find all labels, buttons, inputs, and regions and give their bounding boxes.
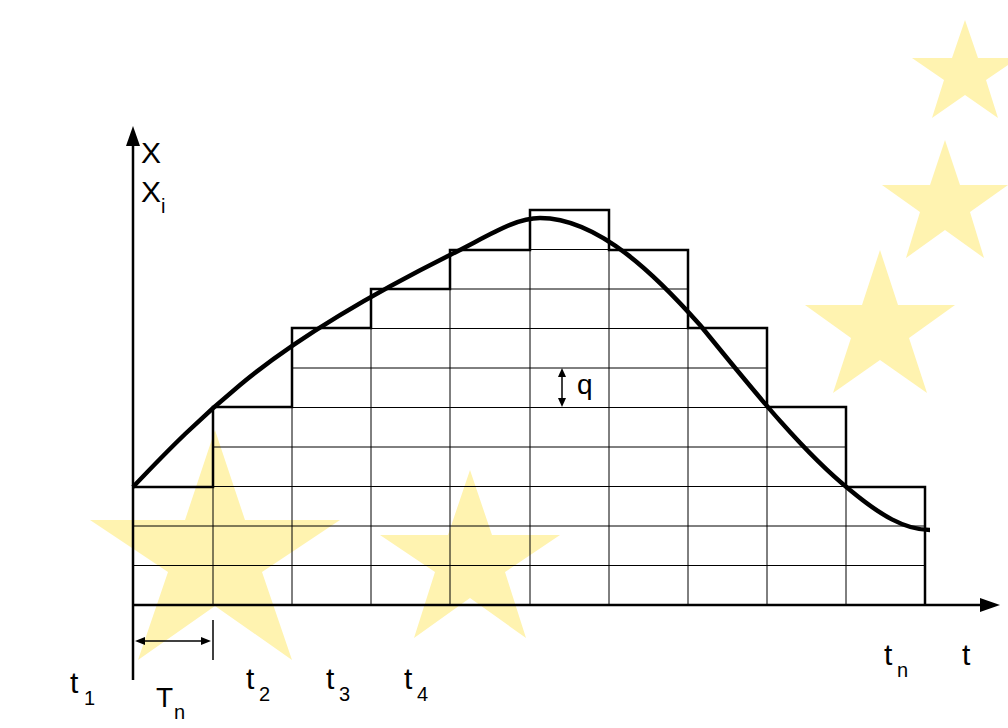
quantum-label: q xyxy=(577,371,593,399)
axis-label: X xyxy=(141,177,161,207)
quantization-grid xyxy=(133,250,925,606)
axes xyxy=(126,126,1000,680)
quantized-staircase xyxy=(133,210,925,605)
subscript: 4 xyxy=(417,684,428,704)
axis-label: X xyxy=(141,138,161,168)
step-markers xyxy=(135,368,566,660)
background-stars xyxy=(90,20,1008,660)
subscript: n xyxy=(897,660,908,680)
subscript: n xyxy=(174,702,185,722)
subscript: 2 xyxy=(259,684,270,704)
time-label: t xyxy=(404,664,412,694)
subscript: 1 xyxy=(84,688,95,708)
period-label: T xyxy=(156,684,173,712)
time-label: t xyxy=(884,640,892,670)
analog-signal-curve xyxy=(133,218,930,530)
time-label: t xyxy=(246,664,254,694)
subscript: i xyxy=(161,196,165,216)
time-label: t xyxy=(70,668,78,698)
time-label: t xyxy=(326,664,334,694)
subscript: 3 xyxy=(339,684,350,704)
axis-label: t xyxy=(962,640,970,670)
